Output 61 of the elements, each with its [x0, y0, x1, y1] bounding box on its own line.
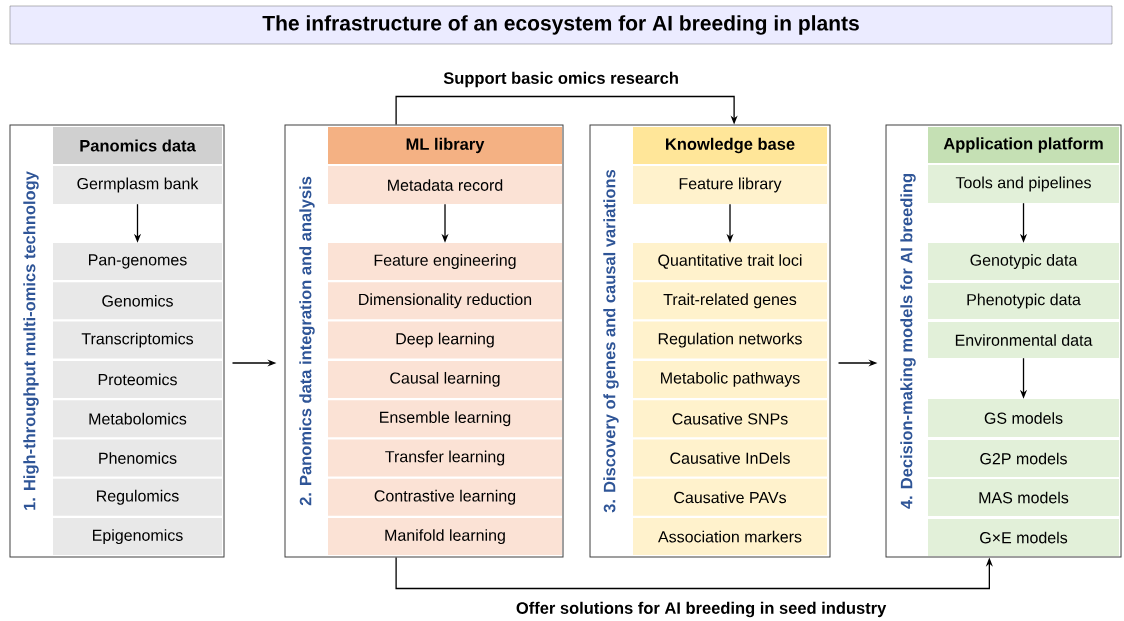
header-box: ML library [328, 127, 562, 164]
node-label: MAS models [979, 491, 1069, 504]
item-box: Metabolomics [53, 400, 222, 438]
item-box: G2P models [928, 440, 1119, 477]
node-label: Transcriptomics [81, 332, 194, 348]
node-label: Regulation networks [658, 332, 802, 348]
item-box: MAS models [928, 479, 1119, 516]
item-box: Phenotypic data [928, 283, 1119, 319]
item-box: Epigenomics [53, 518, 222, 556]
item-box: Transfer learning [328, 439, 562, 477]
item-box: G×E models [928, 519, 1119, 556]
item-box: Causative PAVs [633, 478, 827, 516]
edge-label: Support basic omics research [443, 71, 678, 88]
node-label: Phenomics [99, 452, 177, 464]
header-box: Panomics data [53, 127, 222, 164]
item-box: Ensemble learning [328, 400, 562, 438]
node-label: Dimensionality reduction [359, 293, 532, 309]
item-box: Transcriptomics [53, 321, 222, 359]
node-label: Causative SNPs [672, 412, 788, 425]
node-label: G2P models [980, 452, 1067, 465]
item-box: Manifold learning [328, 518, 562, 556]
item-box: Dimensionality reduction [328, 282, 562, 320]
node-label: Transfer learning [385, 450, 505, 466]
item-box: Feature engineering [328, 243, 562, 280]
node-label: Regulomics [97, 489, 179, 505]
item-box: Causative InDels [633, 439, 827, 477]
item-box: Trait-related genes [633, 282, 827, 320]
item-box: Association markers [633, 518, 827, 556]
node-label: Contrastive learning [374, 489, 516, 505]
item-box: Pan-genomes [53, 243, 222, 280]
title-box: The infrastructure of an ecosystem for AI breeding in plants [9, 5, 1113, 45]
edge-label: Offer solutions for AI breeding in seed industry [516, 601, 887, 618]
item-box: Tools and pipelines [928, 165, 1119, 203]
item-box: Contrastive learning [328, 478, 562, 516]
item-box: Causal learning [328, 360, 562, 398]
item-box: Causative SNPs [633, 400, 827, 438]
node-label: Causative InDels [670, 452, 790, 464]
node-label: Trait-related genes [663, 293, 797, 309]
node-label: Ensemble learning [380, 411, 511, 427]
header-box: Application platform [928, 127, 1119, 163]
item-box: Deep learning [328, 321, 562, 359]
node-label: Genomics [102, 294, 173, 307]
item-box: Proteomics [53, 360, 222, 398]
item-box: Quantitative trait loci [633, 243, 827, 280]
item-box: Metabolic pathways [633, 360, 827, 398]
item-box: Genotypic data [928, 243, 1119, 280]
item-box: Environmental data [928, 322, 1119, 358]
item-box: Metadata record [328, 166, 562, 204]
item-box: Regulation networks [633, 321, 827, 359]
item-box: Regulomics [53, 478, 222, 516]
arrow [395, 556, 993, 590]
item-box: Genomics [53, 282, 222, 320]
header-box: Knowledge base [633, 127, 827, 164]
item-box: Germplasm bank [53, 166, 222, 204]
node-label: Metabolomics [89, 412, 187, 425]
item-box: Feature library [633, 166, 827, 204]
arrow [395, 95, 738, 126]
node-label: Causative PAVs [674, 491, 787, 504]
node-label: Deep learning [396, 332, 494, 348]
item-box: GS models [928, 399, 1119, 437]
item-box: Phenomics [53, 439, 222, 477]
